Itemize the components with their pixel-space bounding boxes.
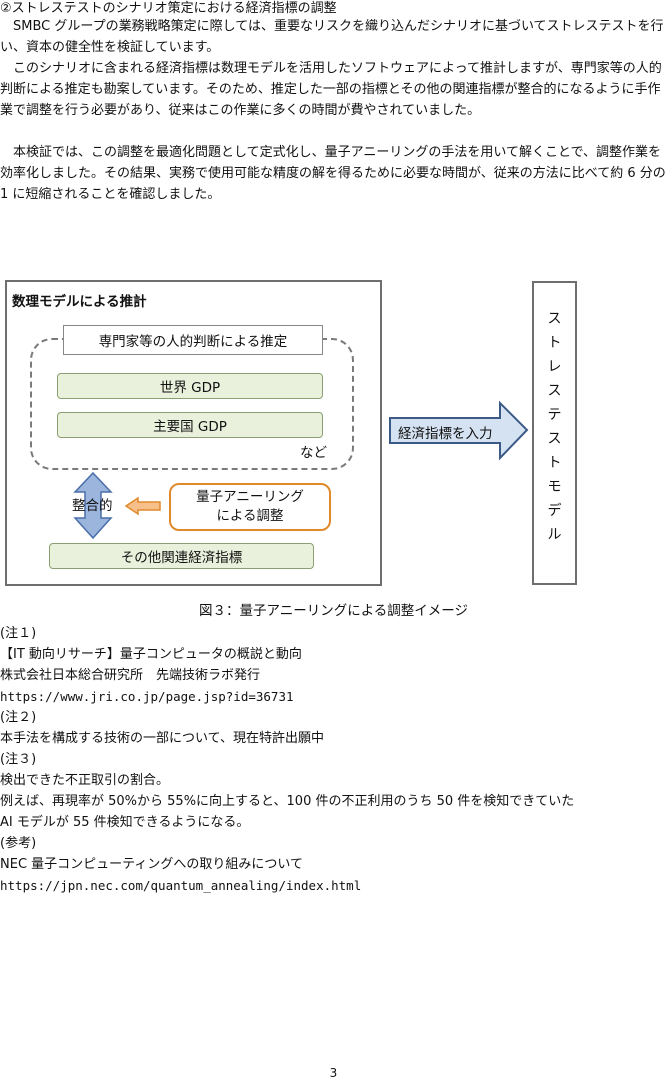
math-model-title: 数理モデルによる推計: [12, 294, 147, 310]
input-arrow-icon: [389, 400, 529, 461]
major-gdp-box: 主要国 GDP: [57, 412, 323, 438]
consistency-label: 整合的: [72, 498, 113, 514]
note-label: (参考): [0, 836, 37, 851]
note-text: 株式会社日本総合研究所 先端技術ラボ発行: [0, 668, 261, 683]
other-indicators-box: その他関連経済指標: [49, 543, 314, 569]
adjustment-diagram: 数理モデルによる推計 専門家等の人的判断による推定 世界 GDP 主要国 GDP…: [0, 270, 667, 600]
note-label: (注１): [0, 626, 37, 641]
note-text: 【IT 動向リサーチ】量子コンピュータの概説と動向: [0, 647, 302, 662]
world-gdp-box: 世界 GDP: [57, 373, 323, 399]
page-number: 3: [329, 1066, 338, 1080]
left-arrow-icon: [124, 496, 161, 516]
figure-caption: 図３：量子アニーリングによる調整イメージ: [198, 603, 469, 619]
stress-char: ト: [547, 455, 562, 471]
double-arrow-icon: [73, 471, 113, 540]
stress-char: ル: [547, 527, 562, 543]
quantum-annealing-box: 量子アニーリング による調整: [169, 483, 331, 531]
note-label: (注２): [0, 710, 37, 725]
stress-test-model-label: ス ト レ ス テ ス ト モ デ ル: [534, 307, 575, 547]
note-text: AI モデルが 55 件検知できるようになる。: [0, 815, 250, 830]
stress-char: レ: [547, 359, 562, 375]
note-text: 例えば、再現率が 50%から 55%に向上すると、100 件の不正利用のうち 5…: [0, 794, 575, 809]
quantum-label-line2: による調整: [216, 508, 284, 524]
stress-test-model-box: ス ト レ ス テ ス ト モ デ ル: [532, 281, 577, 585]
stress-char: モ: [547, 479, 562, 495]
note-label: (注３): [0, 752, 37, 767]
note-text: NEC 量子コンピューティングへの取り組みについて: [0, 857, 303, 872]
stress-char: ス: [547, 431, 562, 447]
stress-char: ス: [547, 311, 562, 327]
expert-judgment-box: 専門家等の人的判断による推定: [63, 325, 323, 355]
diagram-arrows: [73, 400, 529, 540]
input-arrow-label: 経済指標を入力: [398, 426, 493, 442]
note-text: 検出できた不正取引の割合。: [0, 773, 170, 788]
note-link[interactable]: https://jpn.nec.com/quantum_annealing/in…: [0, 878, 362, 893]
section-heading: ②ストレステストのシナリオ策定における経済指標の調整: [0, 1, 337, 16]
stress-char: テ: [547, 407, 562, 423]
paragraph-2: このシナリオに含まれる経済指標は数理モデルを活用したソフトウェアによって推計しま…: [0, 61, 662, 118]
note-link[interactable]: https://www.jri.co.jp/page.jsp?id=36731: [0, 689, 294, 704]
paragraph-1: SMBC グループの業務戦略策定に際しては、重要なリスクを織り込んだシナリオに基…: [0, 19, 664, 55]
stress-char: ト: [547, 335, 562, 351]
stress-char: ス: [547, 383, 562, 399]
paragraph-3: 本検証では、この調整を最適化問題として定式化し、量子アニーリングの手法を用いて解…: [0, 145, 666, 202]
etc-label: など: [300, 445, 327, 461]
quantum-label-line1: 量子アニーリング: [196, 489, 304, 505]
note-text: 本手法を構成する技術の一部について、現在特許出願中: [0, 731, 324, 746]
stress-char: デ: [547, 503, 562, 519]
